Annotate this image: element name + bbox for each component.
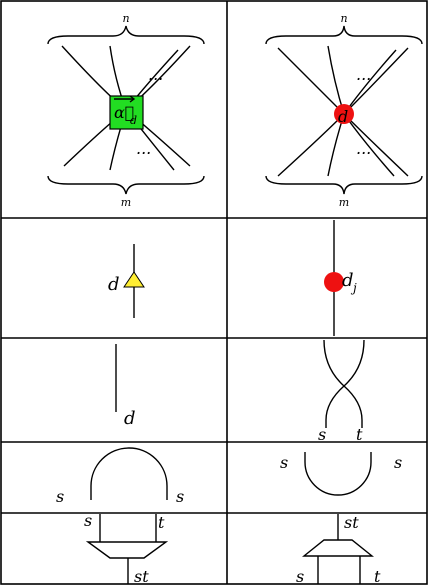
cap-left-label: s	[56, 487, 64, 506]
cell-plain-wire: d	[115, 344, 136, 429]
brace-bottom-label: m	[339, 196, 349, 209]
cell-merge: s t st	[84, 511, 169, 585]
merge-top-left-label: s	[84, 511, 92, 530]
split-bottom-right-label: t	[374, 567, 381, 585]
cup-right-label: s	[394, 453, 402, 472]
cell-cap: s s	[56, 447, 184, 506]
brace-bottom-label: m	[121, 196, 131, 209]
cell-crossing: s t	[318, 339, 365, 444]
triangle-label: d	[108, 274, 120, 295]
green-box	[109, 95, 144, 130]
node-label: α⃗	[114, 103, 134, 122]
red-dot-label: d	[342, 270, 354, 291]
yellow-triangle	[123, 271, 145, 288]
cell-red-node: n ... ... d m	[265, 12, 423, 209]
brace-top-label: n	[340, 12, 347, 25]
cup-left-label: s	[280, 453, 288, 472]
crossing-left-label: s	[318, 425, 326, 444]
dots-top: ...	[148, 65, 163, 84]
dots-top: ...	[356, 65, 371, 84]
cell-green-box-node: n ... ... α⃗ d m	[47, 12, 205, 209]
merge-top-right-label: t	[158, 513, 165, 532]
split-bottom-left-label: s	[296, 567, 304, 585]
wire-label: d	[124, 408, 136, 429]
cap-right-label: s	[176, 487, 184, 506]
cell-split: st s t	[296, 513, 381, 585]
cell-triangle-wire: d	[108, 244, 145, 318]
node-label: d	[338, 107, 348, 126]
dots-bottom: ...	[356, 139, 371, 158]
cell-red-dot-wire: d j	[324, 220, 357, 336]
red-dot	[324, 272, 344, 292]
split-top-label: st	[344, 513, 359, 532]
brace-top-label: n	[122, 12, 129, 25]
split-trapezoid	[302, 539, 374, 557]
cell-cup: s s	[280, 452, 402, 496]
red-node	[334, 104, 354, 124]
merge-trapezoid	[85, 541, 169, 559]
crossing-right-label: t	[356, 425, 363, 444]
red-dot-subscript: j	[350, 281, 357, 295]
node-subscript: d	[130, 114, 137, 127]
merge-bottom-label: st	[134, 567, 149, 585]
dots-bottom: ...	[136, 139, 151, 158]
